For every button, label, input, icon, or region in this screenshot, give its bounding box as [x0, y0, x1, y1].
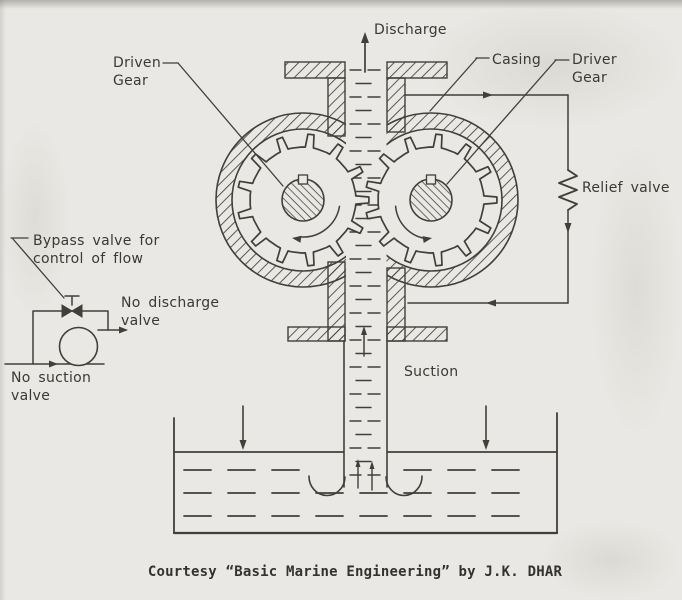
label-bypass-line2: control of flow: [33, 251, 144, 267]
label-no-discharge-valve: No discharge valve: [121, 294, 219, 330]
label-suction-text: Suction: [404, 364, 459, 380]
discharge-pipe: [284, 32, 448, 137]
label-relief-valve-text: Relief valve: [582, 180, 670, 196]
label-casing: Casing: [492, 51, 541, 69]
label-no-discharge-line1: No discharge: [121, 295, 220, 311]
label-no-suction-valve: No suction valve: [11, 369, 91, 405]
label-driven-gear-line2: Gear: [113, 73, 148, 89]
oil-tank: [172, 405, 559, 535]
label-no-suction-line2: valve: [11, 388, 51, 404]
bypass-circuit: [4, 295, 128, 368]
label-no-suction-line1: No suction: [11, 370, 92, 386]
label-relief-valve: Relief valve: [582, 179, 670, 197]
leader-lines: [10, 57, 570, 299]
suction-pipe: [287, 261, 448, 488]
label-suction: Suction: [404, 363, 458, 381]
label-discharge-text: Discharge: [374, 22, 447, 38]
label-bypass-line1: Bypass valve for: [33, 233, 160, 249]
label-driver-gear-line1: Driver: [572, 52, 617, 68]
label-casing-text: Casing: [492, 52, 542, 68]
label-no-discharge-line2: valve: [121, 313, 161, 329]
label-driven-gear: Driven Gear: [113, 54, 161, 90]
figure-caption: Courtesy “Basic Marine Engineering” by J…: [14, 564, 682, 580]
figure-caption-text: Courtesy “Basic Marine Engineering” by J…: [147, 564, 563, 580]
label-driven-gear-line1: Driven: [113, 55, 161, 71]
pipe-bore: [346, 62, 387, 490]
label-driver-gear-line2: Gear: [572, 70, 607, 86]
relief-valve-circuit: [404, 91, 578, 307]
label-driver-gear: Driver Gear: [572, 51, 617, 87]
label-discharge: Discharge: [374, 21, 447, 39]
driven-gear: [237, 133, 370, 267]
label-bypass-valve: Bypass valve for control of flow: [33, 232, 160, 268]
driver-gear: [365, 133, 498, 267]
